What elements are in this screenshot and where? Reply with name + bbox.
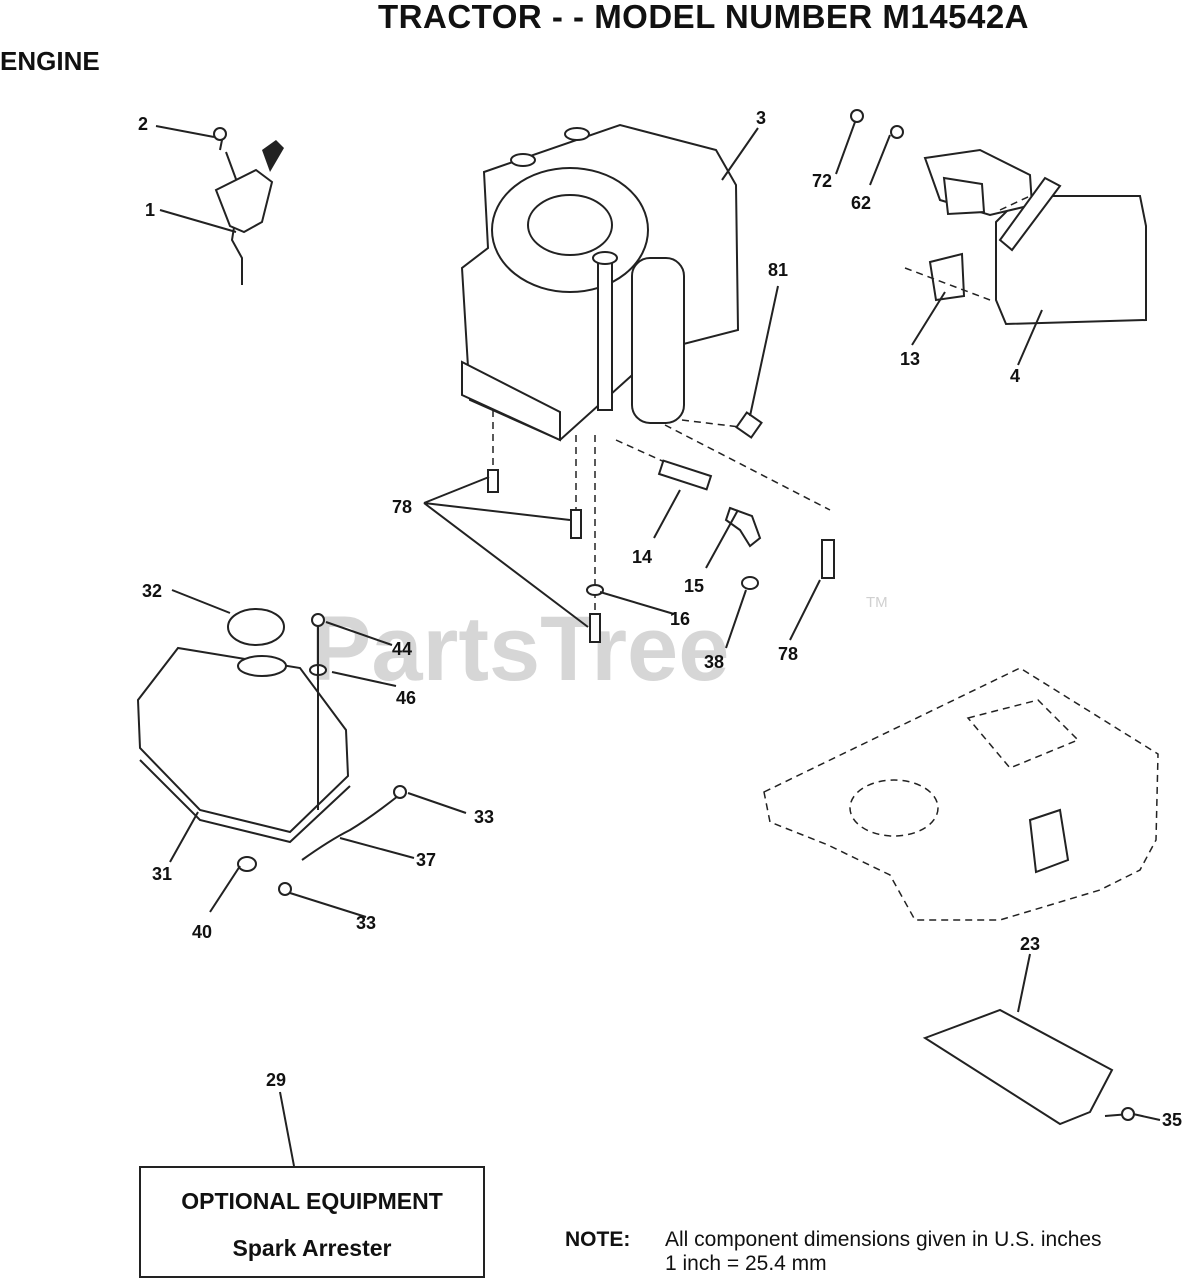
callout-32: 32 (142, 581, 162, 601)
note-line-2: 1 inch = 25.4 mm (665, 1252, 827, 1275)
callout-40: 40 (192, 922, 212, 942)
engine-part (460, 123, 740, 442)
section-heading: ENGINE (0, 46, 100, 76)
optional-equipment-box: OPTIONAL EQUIPMENT Spark Arrester (139, 1166, 485, 1278)
callout-46: 46 (396, 688, 416, 708)
fuel-tank-part (136, 608, 407, 896)
callout-23: 23 (1020, 934, 1040, 954)
throttle-control-part (213, 127, 284, 285)
note-line-1: All component dimensions given in U.S. i… (665, 1228, 1102, 1251)
callout-15: 15 (684, 576, 704, 596)
callout-31: 31 (152, 864, 172, 884)
callout-35: 35 (1162, 1110, 1182, 1130)
callout-62: 62 (851, 193, 871, 213)
callout-44: 44 (392, 639, 412, 659)
callout-2: 2 (138, 114, 148, 134)
callout-78-right: 78 (778, 644, 798, 664)
callout-38: 38 (704, 652, 724, 672)
watermark-trademark: TM (866, 594, 888, 611)
callout-78-left: 78 (392, 497, 412, 517)
frame-part (763, 667, 1159, 921)
engine-hardware-parts (487, 410, 835, 643)
callout-4: 4 (1010, 366, 1020, 386)
watermark: PartsTree (310, 598, 729, 700)
callout-1: 1 (145, 200, 155, 220)
note-label: NOTE: (565, 1228, 631, 1251)
heat-shield-part (922, 1008, 1135, 1126)
page-title: TRACTOR - - MODEL NUMBER M14542A (378, 0, 1030, 35)
callout-13: 13 (900, 349, 920, 369)
callout-29: 29 (266, 1070, 286, 1090)
optional-equipment-title: OPTIONAL EQUIPMENT (181, 1188, 443, 1214)
callout-37: 37 (416, 850, 436, 870)
callout-14: 14 (632, 547, 652, 567)
callout-81: 81 (768, 260, 788, 280)
callout-33-upper: 33 (474, 807, 494, 827)
callout-16: 16 (670, 609, 690, 629)
optional-equipment-item: Spark Arrester (232, 1235, 392, 1261)
muffler-part (850, 109, 1147, 326)
callout-33-lower: 33 (356, 913, 376, 933)
leader-lines (155, 121, 1161, 1167)
callout-72: 72 (812, 171, 832, 191)
dimension-note: NOTE: All component dimensions given in U… (565, 1228, 1102, 1275)
callout-3: 3 (756, 108, 766, 128)
